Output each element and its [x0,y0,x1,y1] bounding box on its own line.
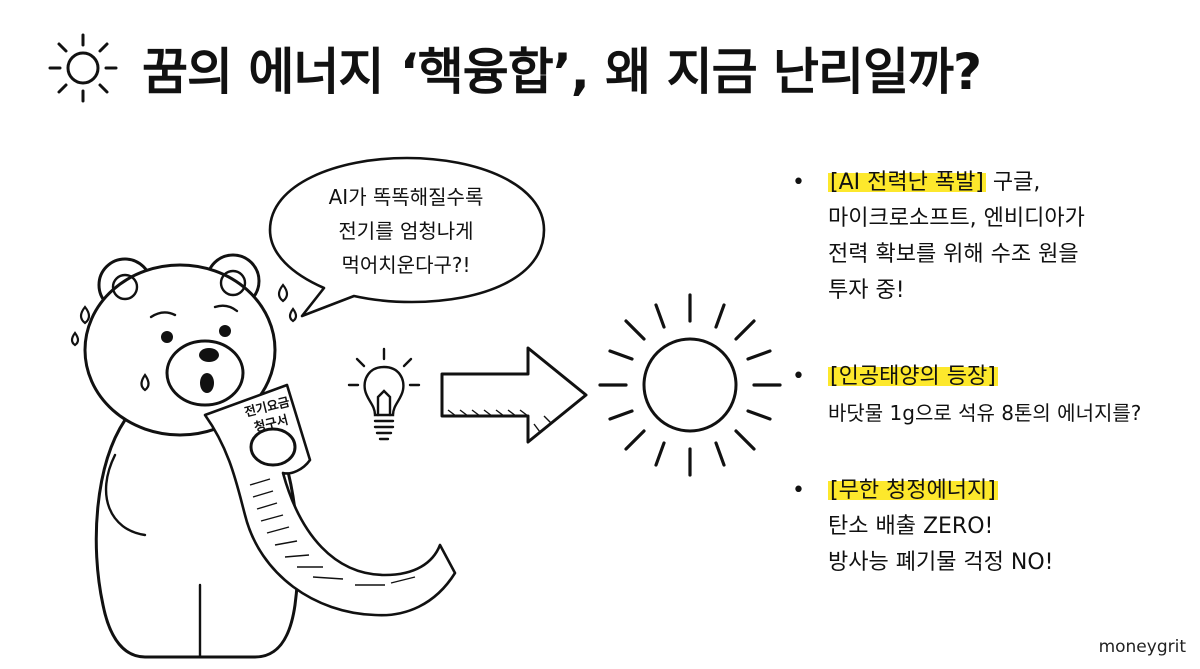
bullet-dot: • [792,478,805,503]
sun-icon [48,33,118,103]
page-title: 꿈의 에너지 ‘핵융합’, 왜 지금 난리일까? [46,28,1156,108]
speech-line: AI가 똑똑해질수록 [328,185,484,209]
fact-line: 탄소 배출 ZERO! [828,514,994,539]
fact-line: 바닷물 1g으로 석유 8톤의 에너지를? [828,401,1142,425]
fact-line: 전력 확보를 위해 수조 원을 [828,242,1079,267]
watermark: moneygrit [1098,637,1186,657]
fact-heading: [AI 전력난 폭발] [828,170,986,195]
fact-line: 마이크로소프트, 엔비디아가 [828,206,1085,231]
speech-line: 전기를 엄청나게 [338,219,474,243]
speech-bubble [268,156,546,318]
right-arrow-icon [440,346,588,444]
fact-line: 구글, [992,170,1041,195]
speech-bubble-text: AI가 똑똑해질수록 전기를 엄청나게 먹어치운다구?! [292,180,520,282]
fact-heading: [인공태양의 등장] [828,364,998,389]
sun-icon [598,293,782,477]
fact-line: 방사능 폐기물 걱정 NO! [828,550,1054,575]
bullet-dot: • [792,364,805,389]
worried-bear-icon [70,253,457,659]
speech-line: 먹어치운다구?! [341,253,471,277]
fact-line: 투자 중! [828,278,905,303]
title-text: 꿈의 에너지 ‘핵융합’, 왜 지금 난리일까? [142,43,982,101]
light-bulb-icon [347,347,421,441]
fact-heading: [무한 청정에너지] [828,478,998,503]
bullet-dot: • [792,170,805,195]
